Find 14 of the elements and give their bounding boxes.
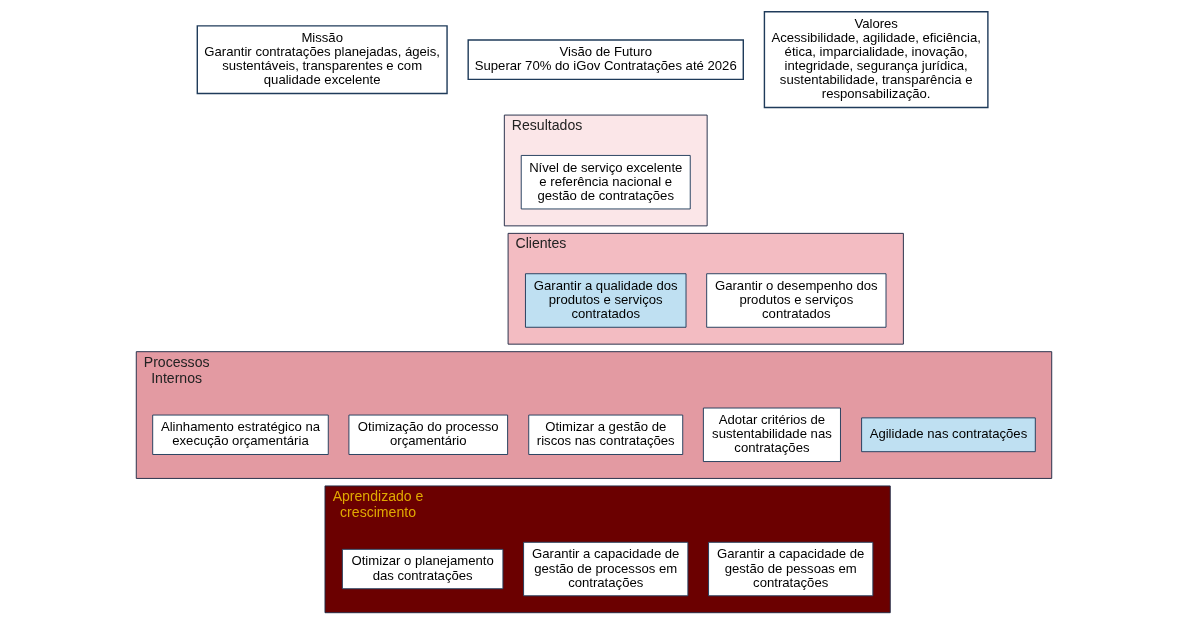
node-box: Garantir a capacidade de gestão de processos em contratações — [523, 541, 689, 597]
node-box: Garantir a qualidade dos produtos e serviços contratados — [525, 273, 687, 328]
node-box: Nível de serviço excelente e referência nacional e gestão de contratações — [520, 154, 691, 210]
node-box: Adotar critérios de sustentabilidade nas contratações — [702, 407, 841, 462]
node-box: Garantir o desempenho dos produtos e serviços contratados — [706, 273, 887, 328]
node-box: Garantir a capacidade de gestão de pessoas em contratações — [708, 541, 874, 597]
node-box: Otimização do processo orçamentário — [348, 414, 509, 455]
node-box: Otimizar a gestão de riscos nas contratações — [528, 414, 684, 455]
node-box: Otimizar o planejamento das contratações — [341, 548, 504, 590]
node-box: Alinhamento estratégico na execução orçamentária — [152, 414, 329, 455]
node-box: Valores Acessibilidade, agilidade, eficiência, ética, imparcialidade, inovação, integridade, segurança jurídica, sustentabilidade, transparência e responsabilização. — [763, 11, 989, 109]
node-box: Missão Garantir contratações planejadas, ágeis, sustentáveis, transparentes e com qualidade excelente — [196, 25, 448, 95]
node-box: Visão de Futuro Superar 70% do iGov Contratações até 2026 — [467, 39, 744, 81]
node-box: Agilidade nas contratações — [861, 417, 1036, 453]
